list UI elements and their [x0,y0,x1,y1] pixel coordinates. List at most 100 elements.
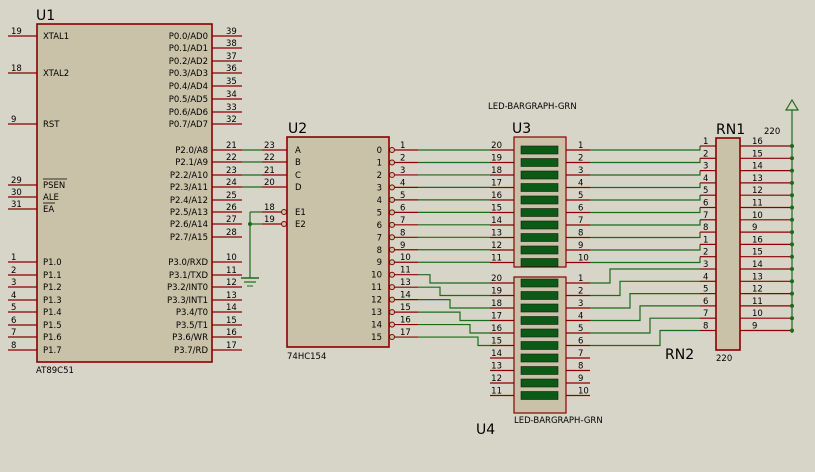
led-pin-number: 6 [578,337,583,347]
u1-pin-label: P1.3 [43,296,62,306]
led-pin-number: 15 [491,204,502,214]
u2-pin-label: 3 [377,183,382,193]
u1-pin-number: 33 [226,103,237,113]
led-pin-number: 10 [578,254,589,264]
led-segment [520,391,559,400]
u2-pin-label: 12 [371,296,382,306]
led-pin-number: 6 [578,204,583,214]
rn-body[interactable] [715,137,741,351]
u1-pin-number: 38 [226,39,237,49]
u1-pin-label: XTAL2 [43,69,69,79]
u1-pin-number: 4 [11,291,16,301]
wires [242,146,701,347]
u1-pin-label: P0.3/AD3 [169,69,208,79]
u1-pin-label: P1.2 [43,283,62,293]
rn-pin-number: 12 [752,285,763,295]
u1-pin-label: P2.3/A11 [170,183,208,193]
u2-pin-label: 4 [377,196,382,206]
u1-pin-label: P3.7/RD [174,346,208,356]
u1-pin-number: 8 [11,341,16,351]
led-pin-number: 8 [578,229,583,239]
u1-pin-number: 1 [11,253,16,263]
u2-pin-number: 23 [264,141,275,151]
u1-pin-label: P3.0/RXD [168,258,208,268]
u1-pin-number: 12 [226,278,237,288]
led-pin-number: 19 [491,154,502,164]
u2-pin-number: 15 [400,303,411,313]
u1-pin-number: 11 [226,266,237,276]
u2-body[interactable] [286,136,390,348]
rn1-ref: RN1 [716,122,745,138]
u1-pin-label: P3.1/TXD [169,271,209,281]
u1-pin-number: 14 [226,303,237,313]
u1-pin-number: 9 [11,115,16,125]
rn-pin-number: 12 [752,186,763,196]
power-rail [784,98,800,333]
u2-pin-label: 9 [377,258,382,268]
u2-pin-label: 7 [377,233,382,243]
u2-pin-number: 14 [400,291,411,301]
led-segment [520,233,559,242]
led-segment [520,258,559,267]
rn-pin-number: 2 [703,248,708,258]
rn-pin-number: 1 [703,235,708,245]
led-pin-number: 5 [578,191,583,201]
u2-pin-label: 11 [371,283,382,293]
u2-pin-number: 22 [264,153,275,163]
u1-pin-number: 2 [11,266,16,276]
rn-pin-number: 16 [752,137,763,147]
u3-segments [520,145,559,267]
u1-pin-number: 7 [11,328,16,338]
u1-pin-number: 39 [226,27,237,37]
u1-pin-number: 3 [11,278,16,288]
led-segment [520,145,559,155]
u1-ref: U1 [36,8,55,24]
u1-pin-label: P3.4/T0 [176,308,208,318]
led-segment [520,278,559,288]
rn-pin-number: 1 [703,137,708,147]
u2-pin-number: 10 [400,253,411,263]
led-pin-number: 20 [491,274,502,284]
rn-pin-number: 15 [752,248,763,258]
u1-pin-label: P3.5/T1 [176,321,208,331]
rn-pin-number: 6 [703,297,708,307]
led-segment [520,341,559,350]
led-segment [520,183,559,192]
u2-pin-label: A [295,146,301,156]
u1-body[interactable] [36,23,213,363]
led-pin-number: 18 [491,166,502,176]
led-pin-number: 11 [491,387,502,397]
u1-pin-label: P2.2/A10 [170,171,208,181]
led-pin-number: 16 [491,324,502,334]
u1-pin-label: P0.2/AD2 [169,57,208,67]
u2-pin-number: 20 [264,178,275,188]
u2-pin-label: 1 [377,158,382,168]
u2-output-pins: 1021324354657687981091110131114121513161… [371,141,418,343]
led-pin-number: 11 [491,254,502,264]
ground-icon [241,212,259,287]
rn1-value: 220 [764,127,780,137]
rn-pin-number: 4 [703,174,708,184]
u1-pin-number: 15 [226,316,237,326]
u1-pin-number: 28 [226,228,237,238]
u1-pin-label: P0.1/AD1 [169,44,208,54]
u1-pin-number: 25 [226,191,237,201]
u1-part: AT89C51 [36,366,74,376]
u2-pin-label: 8 [377,246,382,256]
rn-pin-number: 11 [752,199,763,209]
led-segment [520,291,559,300]
u2-pin-label: D [295,183,302,193]
u2-pin-number: 1 [400,141,405,151]
u1-pin-number: 17 [226,341,237,351]
rn2-value: 220 [716,354,732,364]
led-segment [520,220,559,230]
u1-pin-label: P1.5 [43,321,62,331]
u1-pin-number: 29 [11,176,22,186]
